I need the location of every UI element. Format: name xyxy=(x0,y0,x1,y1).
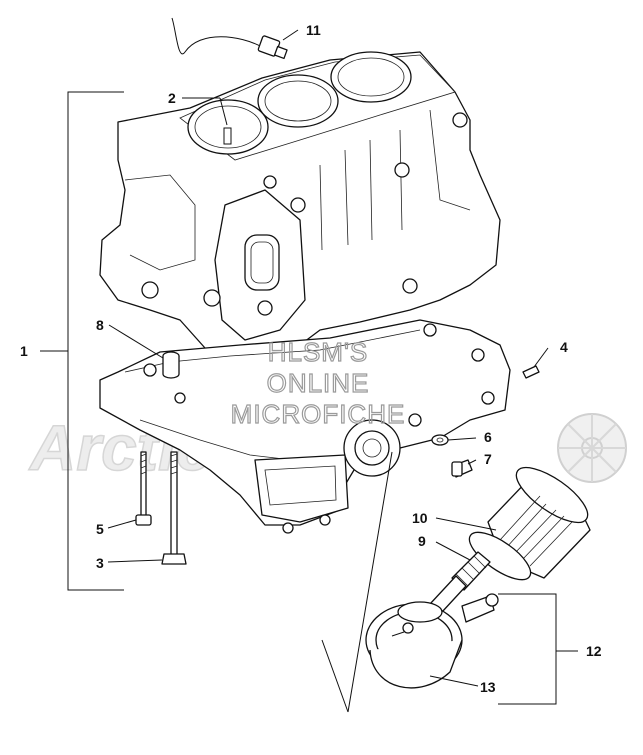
part-6-washer xyxy=(431,434,449,446)
part-13-oil-cooler xyxy=(365,593,499,689)
callout-13: 13 xyxy=(480,679,496,695)
leader-5 xyxy=(107,519,137,529)
leader-8 xyxy=(108,324,164,359)
callout-6: 6 xyxy=(484,429,492,445)
bracket-12 xyxy=(498,593,557,705)
leader-3 xyxy=(107,559,163,563)
leader-13-mount-b xyxy=(321,639,349,713)
callout-3: 3 xyxy=(96,555,104,571)
callout-11: 11 xyxy=(306,22,321,38)
watermark-line-1: HLSM'S xyxy=(268,337,369,367)
watermark-line-3: MICROFICHE xyxy=(231,399,406,429)
part-10-oil-filter xyxy=(468,466,591,581)
leader-9 xyxy=(435,541,471,561)
leader-13 xyxy=(429,675,479,687)
part-3-bolt xyxy=(161,451,187,565)
watermark-line-2: ONLINE xyxy=(267,368,370,398)
leader-4 xyxy=(533,347,549,368)
callout-5: 5 xyxy=(96,521,104,537)
leader-13-mount-a xyxy=(347,451,393,713)
leader-6 xyxy=(447,437,477,441)
leader-10 xyxy=(435,517,497,531)
callout-8: 8 xyxy=(96,317,104,333)
part-4-stud xyxy=(522,365,540,379)
bracket-1 xyxy=(67,91,124,591)
watermark-wheel-icon xyxy=(557,413,627,483)
leader-11 xyxy=(282,29,299,41)
callout-12: 12 xyxy=(586,643,602,659)
lower-crankcase xyxy=(99,319,511,534)
callout-10: 10 xyxy=(412,510,428,526)
part-8-dowel xyxy=(162,351,180,379)
leader-2b xyxy=(219,97,228,126)
callout-7: 7 xyxy=(484,451,492,467)
cylinder-block xyxy=(99,51,501,361)
leader-7 xyxy=(467,459,477,465)
callout-4: 4 xyxy=(560,339,568,355)
callout-2: 2 xyxy=(168,90,176,106)
callout-9: 9 xyxy=(418,533,426,549)
part-5-bolt xyxy=(135,451,152,526)
part-11-sensor xyxy=(171,17,288,60)
callout-1: 1 xyxy=(20,343,28,359)
part-7-bolt xyxy=(451,459,473,478)
